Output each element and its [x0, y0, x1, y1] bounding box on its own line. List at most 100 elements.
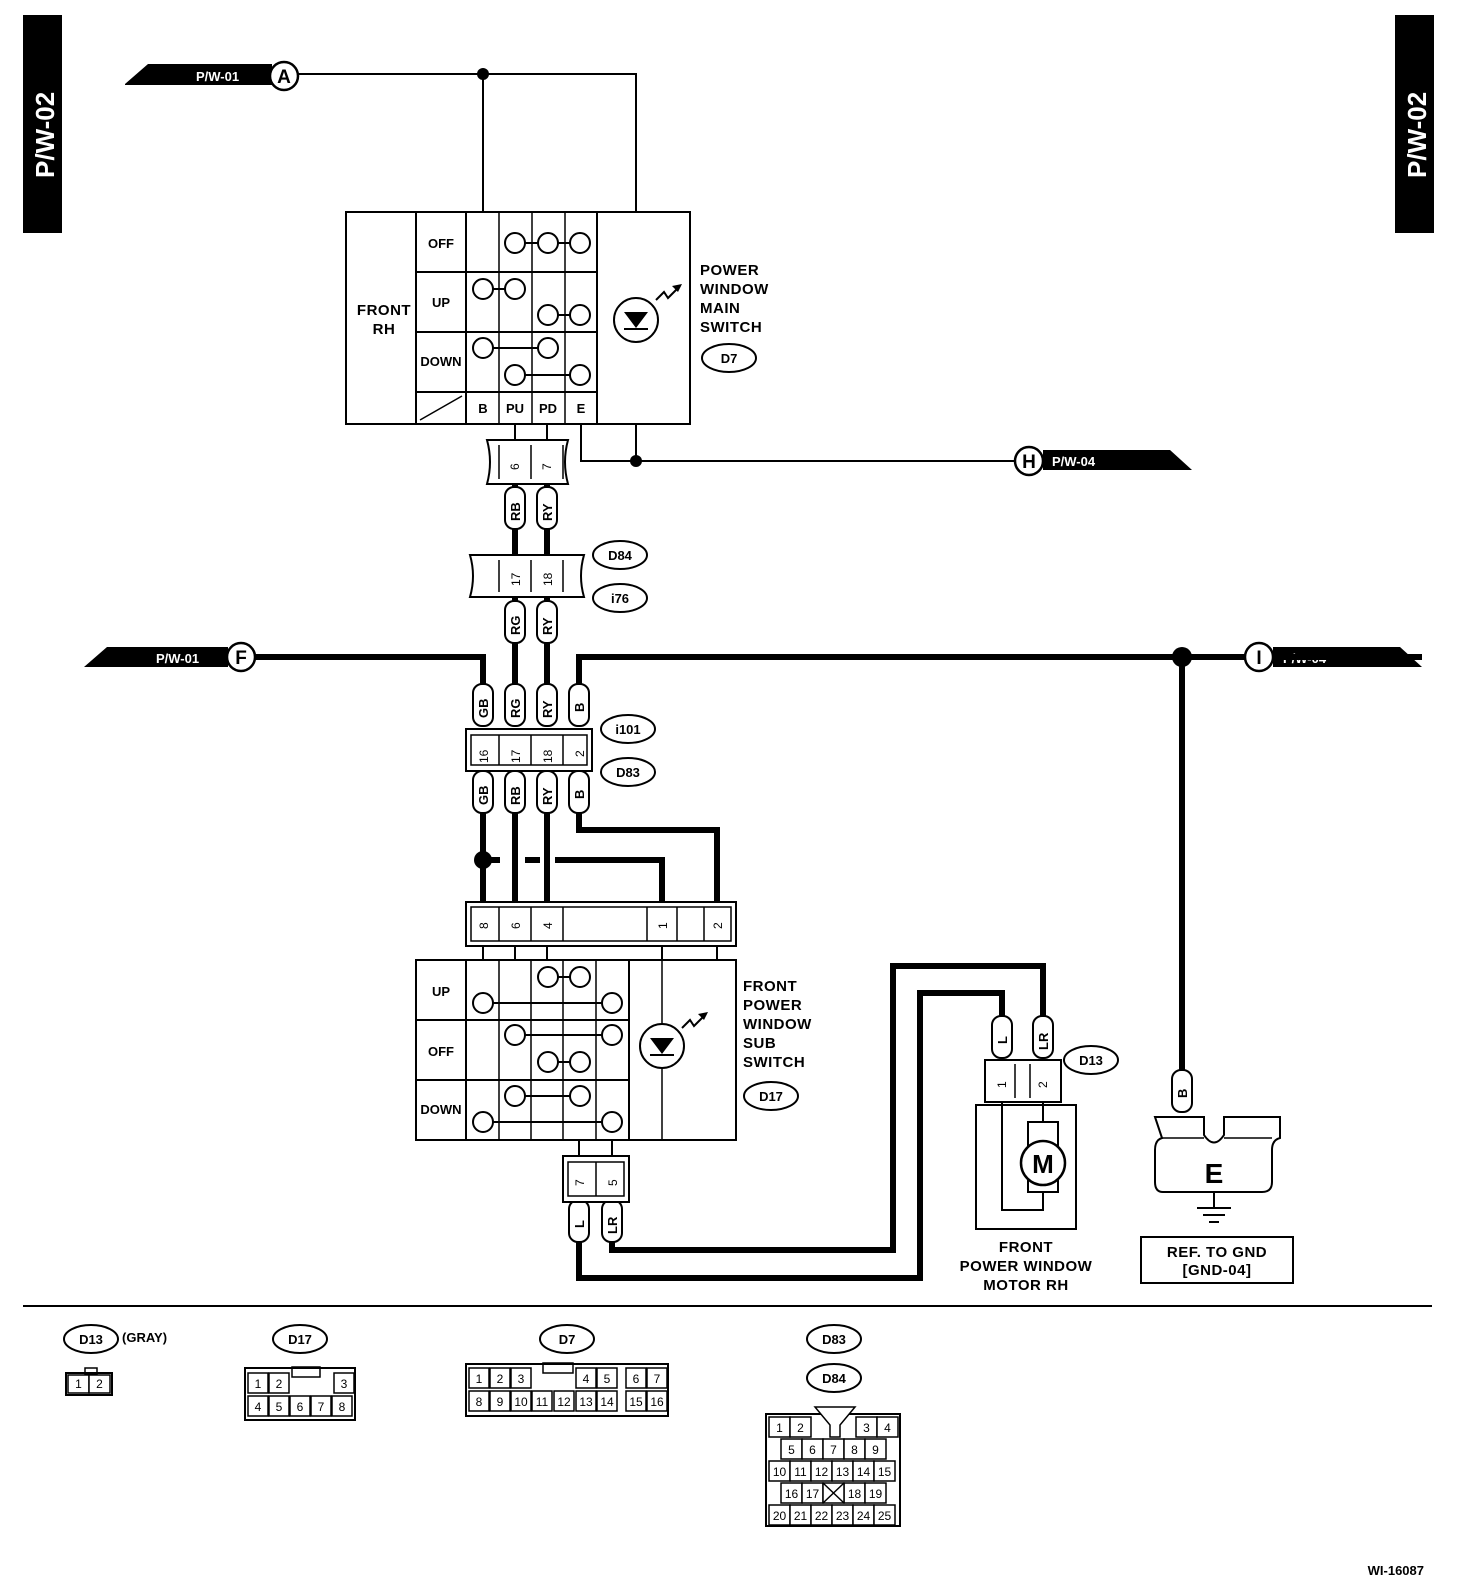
svg-text:P/W-01: P/W-01 [156, 651, 199, 666]
pin-cell [247, 1395, 269, 1417]
pin-cell [864, 1438, 887, 1460]
pin-number: 7 [830, 1443, 837, 1457]
page-tab-left: P/W-02 [23, 15, 62, 233]
junction-dot [630, 455, 642, 467]
connector-flag-pw01-f[interactable]: P/W-01 F [84, 641, 257, 673]
svg-text:RG: RG [508, 616, 523, 636]
pin-number: 5 [276, 1400, 283, 1414]
figure-id: WI-16087 [1368, 1563, 1424, 1578]
code-bubble-d84[interactable]: D84 [592, 540, 648, 570]
svg-text:GB: GB [476, 699, 491, 719]
pin-number: 11 [536, 1395, 549, 1409]
pin-number: 10 [514, 1395, 528, 1409]
pin-number: 21 [794, 1509, 808, 1523]
svg-text:RB: RB [508, 502, 523, 521]
svg-text:18: 18 [541, 749, 555, 763]
svg-text:B: B [572, 790, 587, 799]
motor-box: M [975, 1102, 1077, 1230]
main-switch-row-up: UP [432, 295, 450, 310]
code-bubble-d13[interactable]: D13 [1063, 1045, 1119, 1075]
code-bubble-d17[interactable]: D17 [743, 1081, 799, 1111]
connector-d17-top: 8 6 4 1 2 [465, 901, 737, 947]
svg-text:i101: i101 [615, 722, 640, 737]
pin-number: 2 [497, 1372, 504, 1386]
junction-dot [477, 68, 489, 80]
pin-cell [553, 1390, 575, 1412]
svg-text:L: L [572, 1220, 587, 1228]
pin-number: 1 [476, 1372, 483, 1386]
pin-number: 3 [518, 1372, 525, 1386]
sub-switch-row-up: UP [432, 984, 450, 999]
pin-number: 25 [878, 1509, 892, 1523]
ground-reference-box[interactable]: REF. TO GND [GND-04] [1140, 1236, 1294, 1284]
pin-cell [646, 1390, 668, 1412]
pin-number: 12 [557, 1395, 571, 1409]
connector-flag-pw01-a[interactable]: P/W-01 A [125, 60, 300, 92]
svg-text:D84: D84 [822, 1371, 847, 1386]
svg-text:16: 16 [477, 749, 491, 763]
svg-text:RY: RY [540, 503, 555, 521]
pin-number: 14 [600, 1395, 614, 1409]
main-switch-terminal-e: E [577, 401, 586, 416]
pin-cell [575, 1367, 597, 1389]
svg-text:2: 2 [573, 750, 587, 757]
pin-number: 18 [848, 1487, 862, 1501]
pin-number: 14 [857, 1465, 871, 1479]
pin-cell [310, 1395, 332, 1417]
main-switch-terminal-pu: PU [506, 401, 524, 416]
connector-latch [813, 1406, 857, 1438]
pin-number: 2 [96, 1377, 103, 1391]
pin-number: 22 [815, 1509, 829, 1523]
svg-text:L: L [995, 1036, 1010, 1044]
code-bubble-i76[interactable]: i76 [592, 583, 648, 613]
code-bubble-d83[interactable]: D83 [600, 757, 656, 787]
svg-text:B: B [1175, 1089, 1190, 1098]
main-switch-row-label-1: FRONT [357, 302, 411, 319]
pin-cell [468, 1390, 490, 1412]
pin-number: 6 [809, 1443, 816, 1457]
svg-text:8: 8 [477, 922, 491, 929]
page-id-right: P/W-02 [1402, 92, 1432, 178]
svg-text:P/W-04: P/W-04 [1052, 454, 1096, 469]
sub-switch-row-down: DOWN [420, 1102, 461, 1117]
code-bubble-d7[interactable]: D7 [701, 343, 757, 373]
code-bubble-i101[interactable]: i101 [600, 714, 656, 744]
sub-switch-row-off: OFF [428, 1044, 454, 1059]
motor-label-1: FRONT [999, 1239, 1053, 1256]
pin-cell [873, 1460, 896, 1482]
pin-number: 23 [836, 1509, 850, 1523]
pin-number: 5 [788, 1443, 795, 1457]
connector-letter-a: A [277, 67, 291, 88]
connector-flag-pw04-h[interactable]: H P/W-04 [1013, 445, 1192, 477]
svg-text:2: 2 [1036, 1081, 1050, 1088]
connector-letter-i: I [1256, 648, 1261, 669]
main-switch-terminal-b: B [478, 401, 487, 416]
svg-text:7: 7 [540, 463, 554, 470]
connector-letter-f: F [235, 648, 247, 669]
pin-cell [575, 1390, 597, 1412]
pin-cell [88, 1374, 111, 1394]
svg-text:4: 4 [541, 922, 555, 929]
motor-label-3: MOTOR RH [983, 1277, 1068, 1294]
pin-number: 24 [857, 1509, 871, 1523]
connector-d7-pins: 6 7 [485, 439, 570, 485]
svg-text:1: 1 [995, 1081, 1009, 1088]
pin-number: 8 [339, 1400, 346, 1414]
svg-text:LR: LR [1036, 1032, 1051, 1050]
pin-number: 13 [579, 1395, 593, 1409]
pin-number: 2 [797, 1421, 804, 1435]
svg-text:RY: RY [540, 617, 555, 635]
motor-label-2: POWER WINDOW [960, 1258, 1093, 1275]
pin-number: 17 [806, 1487, 820, 1501]
svg-text:7: 7 [573, 1179, 587, 1186]
motor-symbol: M [1032, 1149, 1054, 1179]
svg-text:RY: RY [540, 700, 555, 718]
pin-number: 5 [604, 1372, 611, 1386]
svg-text:17: 17 [509, 572, 523, 586]
main-switch-title-3: MAIN [700, 300, 740, 317]
